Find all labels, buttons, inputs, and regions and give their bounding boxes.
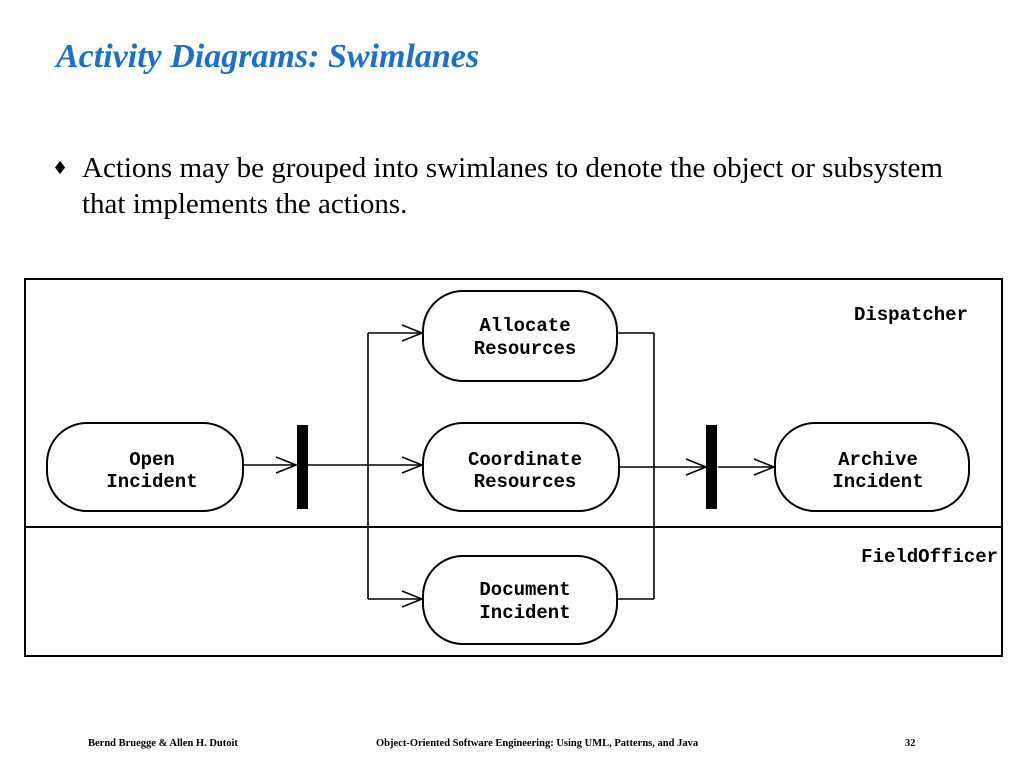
svg-text:Incident: Incident: [832, 471, 923, 493]
swimlane-label-dispatcher: Dispatcher: [854, 304, 968, 326]
bullet-text: Actions may be grouped into swimlanes to…: [82, 152, 943, 220]
svg-text:Incident: Incident: [479, 602, 570, 624]
action-open-incident: Open Incident: [46, 422, 244, 512]
action-archive-incident: Archive Incident: [774, 422, 970, 512]
svg-text:Allocate: Allocate: [479, 315, 570, 337]
action-coordinate-resources: Coordinate Resources: [422, 422, 620, 512]
control-flows: [243, 324, 777, 608]
svg-text:Resources: Resources: [474, 471, 577, 493]
footer-book-title: Object-Oriented Software Engineering: Us…: [376, 738, 699, 749]
svg-text:Document: Document: [479, 579, 570, 601]
swimlane-frame: [24, 278, 1003, 657]
svg-text:Open: Open: [129, 449, 175, 471]
slide-title: Activity Diagrams: Swimlanes: [56, 38, 480, 75]
diamond-bullet-icon: ♦: [52, 158, 69, 179]
footer-authors: Bernd Bruegge & Allen H. Dutoit: [88, 738, 238, 749]
action-document-incident: Document Incident: [422, 555, 618, 645]
swimlane-label-fieldofficer: FieldOfficer: [861, 546, 998, 568]
svg-text:Archive: Archive: [838, 449, 918, 471]
svg-text:Incident: Incident: [106, 471, 197, 493]
join-bar: [706, 425, 717, 509]
svg-text:Coordinate: Coordinate: [468, 449, 582, 471]
fork-bar: [297, 425, 308, 509]
action-allocate-resources: Allocate Resources: [422, 290, 618, 382]
page-number: 32: [905, 738, 916, 749]
svg-text:Resources: Resources: [474, 338, 577, 360]
bullet-point: ♦ Actions may be grouped into swimlanes …: [52, 150, 972, 222]
